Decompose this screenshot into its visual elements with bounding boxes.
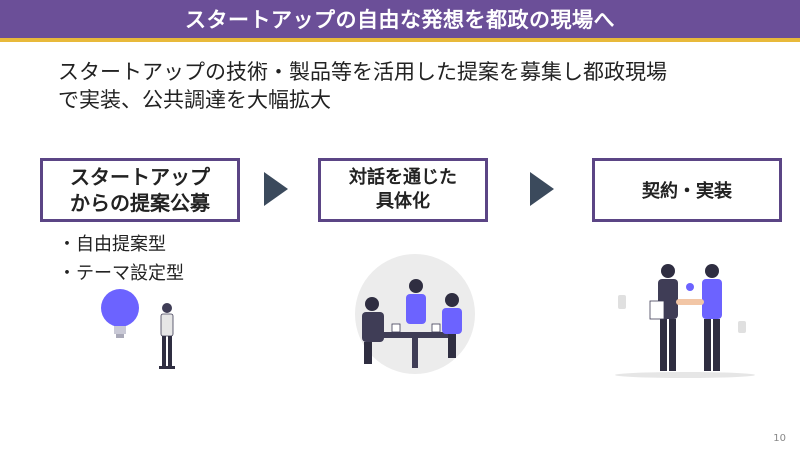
person-head bbox=[162, 303, 172, 313]
lead-line-1: スタートアップの技術・製品等を活用した提案を募集し都政現場 bbox=[58, 60, 667, 84]
proposal-type-list: ・自由提案型 ・テーマ設定型 bbox=[58, 230, 184, 288]
step1-line1: スタートアップ bbox=[70, 165, 210, 189]
bullet-item: ・テーマ設定型 bbox=[58, 263, 184, 284]
lead-text: スタートアップの技術・製品等を活用した提案を募集し都政現場 で実装、公共調達を大… bbox=[58, 58, 778, 114]
lightbulb-icon bbox=[101, 289, 139, 327]
arrow-right-icon bbox=[530, 172, 554, 206]
arrow-right-icon bbox=[264, 172, 288, 206]
step2-line2: 具体化 bbox=[376, 191, 430, 212]
step1-line2: からの提案公募 bbox=[70, 191, 210, 215]
step-box-dialogue: 対話を通じた 具体化 bbox=[318, 158, 488, 222]
slide-title: スタートアップの自由な発想を都政の現場へ bbox=[185, 8, 615, 32]
title-bar: スタートアップの自由な発想を都政の現場へ bbox=[0, 0, 800, 42]
step-box-proposal: スタートアップ からの提案公募 bbox=[40, 158, 240, 222]
handshake-illustration bbox=[615, 264, 755, 378]
lead-line-2: で実装、公共調達を大幅拡大 bbox=[58, 88, 331, 112]
meeting-illustration bbox=[355, 254, 475, 374]
bullet-item: ・自由提案型 bbox=[58, 234, 166, 255]
step2-line1: 対話を通じた bbox=[349, 167, 457, 188]
page-number: 10 bbox=[773, 433, 786, 444]
check-badge-icon bbox=[686, 283, 694, 291]
idea-person-illustration bbox=[101, 289, 175, 369]
step3-line1: 契約・実装 bbox=[642, 181, 732, 202]
step-box-contract: 契約・実装 bbox=[592, 158, 782, 222]
